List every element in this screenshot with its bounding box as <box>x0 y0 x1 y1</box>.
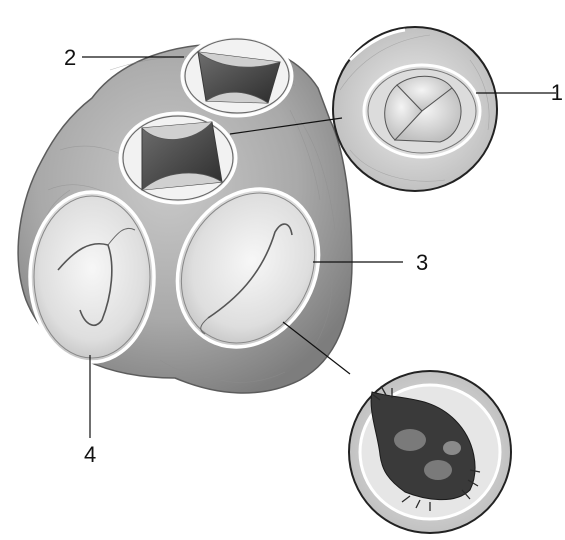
aortic-valve <box>120 113 236 203</box>
inset-open-valve <box>349 371 511 533</box>
label-4: 4 <box>84 442 96 467</box>
pulmonary-valve <box>182 36 292 116</box>
tricuspid-valve <box>30 192 154 362</box>
label-2: 2 <box>64 45 76 70</box>
inset-closed-valve <box>333 27 497 191</box>
label-3: 3 <box>416 250 428 275</box>
label-1: 1 <box>551 80 563 105</box>
